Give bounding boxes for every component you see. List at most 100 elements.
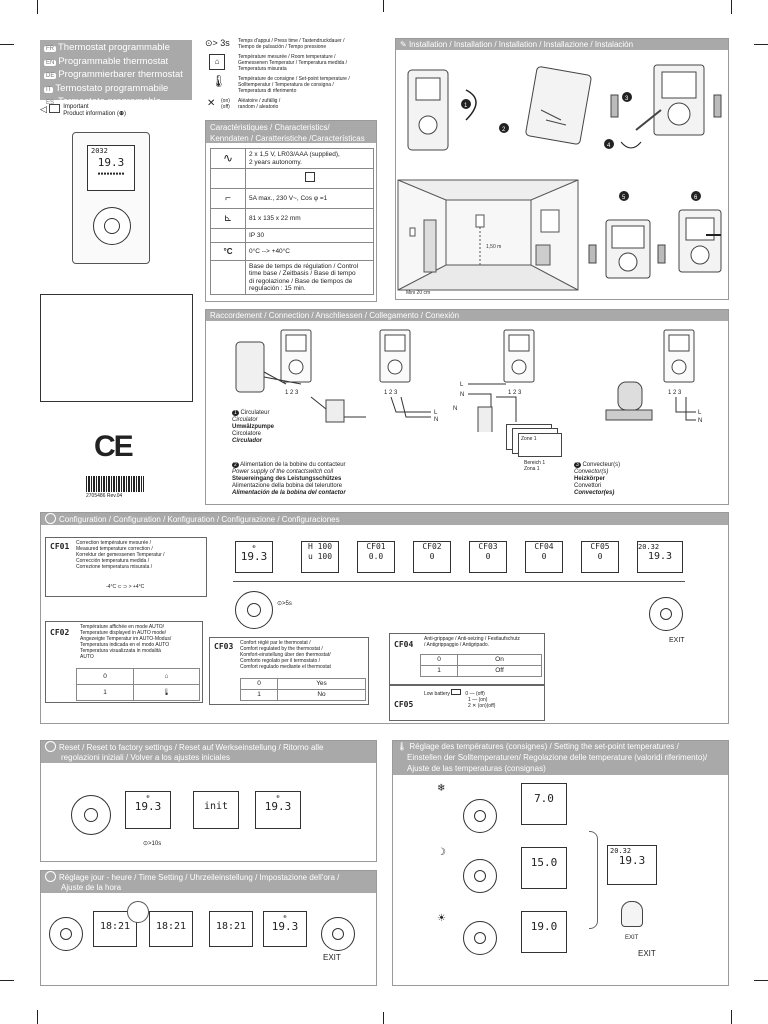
step-marker-6 <box>691 191 701 201</box>
time-screen-3: 18:21 <box>209 911 253 947</box>
reset-press-time: ⊙>10s <box>143 841 162 847</box>
product-knob <box>93 207 131 245</box>
crop-mark <box>37 1010 38 1024</box>
config-flow-line <box>233 581 685 594</box>
contactor-drawing <box>477 406 493 432</box>
room-temp-text: Température mesurée / Room temperature /… <box>238 54 348 72</box>
setpoint-screen-frost: 7.0 <box>521 783 567 825</box>
cf02-box: CF02 Température affichée en mode AUTO/T… <box>45 621 203 703</box>
settings-icon <box>45 513 56 524</box>
boiler-drawing <box>235 341 265 393</box>
relay-icon: ⌐ <box>210 188 246 209</box>
speaker-icon: ◁ <box>40 104 47 114</box>
lang-badge-fr: FR <box>44 46 56 52</box>
step-marker-4 <box>604 139 614 149</box>
time-exit-label: EXIT <box>323 953 341 962</box>
title-fr: Thermostat programmable <box>58 42 170 53</box>
wiring-thermostat-3 <box>503 329 535 383</box>
spec-dimensions: 81 x 135 x 22 mm <box>245 208 374 229</box>
exit-knob <box>649 597 683 631</box>
cf02-label: CF02 <box>50 628 70 637</box>
symbols-legend: ⊙> 3s Temps d'appui / Press time / Taste… <box>205 38 375 118</box>
book-icon <box>48 104 60 113</box>
cf05-text: Low battery 0 — (off) 1 — (on) 2 ✕ (on)(… <box>424 689 496 709</box>
dimension-icon: ⊾ <box>210 208 246 229</box>
cf05-label: CF05 <box>394 700 414 709</box>
press-time-symbol: ⊙> 3s <box>205 38 230 48</box>
thermometer-icon: 🌡 <box>397 742 408 751</box>
crop-mark <box>37 0 38 14</box>
cf03-box: CF03 Confort réglé par le thermostat /Co… <box>209 637 369 705</box>
terminals-2: 1 2 3 <box>384 390 398 396</box>
step6-drawing <box>678 209 722 273</box>
setpoint-knob-comfort <box>463 921 497 955</box>
cf01-box: CF01 Correction température mesurée /Mea… <box>45 537 207 597</box>
cf01-text: Correction température mesurée /Measured… <box>76 540 165 570</box>
spec-battery: 2 x 1,5 V, LR03/AAA (supplied),2 years a… <box>245 148 374 169</box>
title-it: Termostato programmabile <box>55 82 169 94</box>
conn-N-3: N <box>453 406 457 412</box>
installation-title: ✎ Installation / Installation / Installa… <box>396 39 728 50</box>
timer-icon: ⊙ <box>143 841 149 847</box>
crop-mark <box>383 0 384 12</box>
time-knob-2 <box>321 917 355 951</box>
zone-card-front: Zone 1 <box>518 433 562 457</box>
connection-drawing: 1 2 3 1 2 3 1 2 3 1 2 3 L N L N N L N <box>235 329 702 432</box>
lang-badge-it: IT <box>44 86 54 93</box>
celsius-icon: °C <box>210 242 246 261</box>
cf01-range: -4°C ⊂ ⊃ > +4°C <box>106 584 145 590</box>
setpoint-exit-large: EXIT <box>638 949 656 958</box>
wiring-thermostat-4 <box>663 329 695 383</box>
time-title: Réglage jour - heure / Time Setting / Uh… <box>41 871 376 893</box>
step-marker-3 <box>622 92 632 102</box>
sun-icon: ☀ <box>437 913 446 924</box>
crop-mark <box>731 1010 732 1024</box>
reset-screen-3: ⊕19.3 <box>255 791 301 829</box>
crop-mark <box>754 980 768 981</box>
conn-L-3: L <box>698 410 702 416</box>
svg-text:1: 1 <box>464 103 468 109</box>
room-drawing: 1,50 m Mini 20 cm <box>397 179 579 296</box>
install-height-label: 1,50 m <box>486 244 501 250</box>
battery-icon <box>451 689 462 695</box>
plug-drawing <box>325 399 345 423</box>
time-zoom-circle <box>127 901 149 923</box>
svg-text:6: 6 <box>694 195 698 201</box>
spec-relay: 5A max., 230 V~, Cos φ =1 <box>245 188 374 209</box>
timer-icon: ⊙ <box>205 38 213 48</box>
conn-N-1: N <box>434 417 438 423</box>
step3-drawing <box>610 64 722 149</box>
step5-drawing <box>588 219 666 279</box>
timer-icon: ⊙ <box>277 601 283 607</box>
cf03-text: Confort réglé par le thermostat /Comfort… <box>240 640 331 670</box>
installation-drawing: 1 2 3 4 <box>397 64 722 296</box>
clock-icon <box>45 871 56 882</box>
config-screen-1: ⊕19.3 <box>235 541 273 573</box>
step-marker-2 <box>499 123 509 133</box>
reset-title: Reset / Reset to factory settings / Rese… <box>41 741 376 763</box>
valve-drawing <box>617 381 643 411</box>
setpoint-panel: 🌡 Réglage des températures (consignes) /… <box>392 740 729 986</box>
setpoint-title: 🌡 Réglage des températures (consignes) /… <box>393 741 728 775</box>
setpoint-knob-eco <box>463 859 497 893</box>
conn-N-4: N <box>698 418 702 424</box>
crop-mark <box>0 980 14 981</box>
svg-text:4: 4 <box>607 143 611 149</box>
step2-drawing <box>525 66 592 145</box>
sine-wave-icon: ∿ <box>210 148 246 169</box>
setpoint-knob-frost <box>463 799 497 833</box>
step1-drawing <box>407 69 477 151</box>
installation-panel: ✎ Installation / Installation / Installa… <box>395 38 729 300</box>
setpoint-exit-small: EXIT <box>625 935 639 941</box>
moon-icon: ☽ <box>437 847 446 858</box>
config-knob <box>235 591 273 629</box>
characteristics-panel: Caractéristiques / Characteristics/Kennd… <box>205 120 377 302</box>
